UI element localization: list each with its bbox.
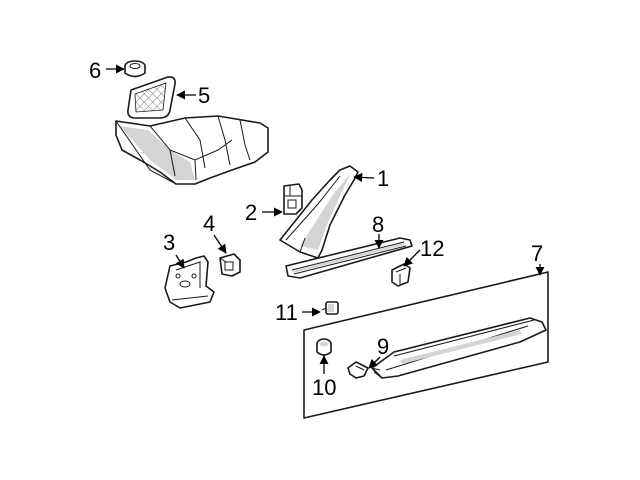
part-4-clip: [219, 253, 241, 277]
callout-1: 1: [377, 166, 389, 191]
callout-2: 2: [245, 200, 257, 225]
callout-12: 12: [420, 236, 444, 261]
part-2-bracket: [283, 183, 303, 215]
part-5-cover-plate: [127, 76, 176, 119]
part-9-pin: [347, 361, 369, 379]
leader-12: [403, 249, 421, 267]
callout-10: 10: [312, 375, 336, 400]
callout-9: 9: [377, 334, 389, 359]
leader-1: [353, 172, 375, 182]
callout-7: 7: [531, 241, 543, 266]
callout-6: 6: [89, 58, 101, 83]
part-10-cap: [316, 338, 332, 356]
callout-8: 8: [372, 212, 384, 237]
leader-lines: [106, 64, 545, 374]
trim-panel-assembly: [115, 115, 269, 185]
callout-5: 5: [198, 83, 210, 108]
part-7-group-box: [303, 271, 549, 419]
part-6-clip: [124, 60, 146, 78]
callout-11: 11: [275, 300, 298, 325]
callout-labels: 1 2 3 4 5 6 7 8 9 10 11 12: [89, 58, 543, 400]
leader-3: [175, 254, 185, 269]
part-3-lower-bracket: [164, 255, 215, 309]
part-12-clip: [391, 263, 411, 287]
part-7-rocker-molding: [371, 317, 547, 379]
part-1-pillar-trim: [279, 165, 359, 259]
callout-3: 3: [163, 230, 175, 255]
leader-9: [368, 356, 381, 369]
leader-4: [213, 234, 227, 254]
callout-4: 4: [203, 211, 215, 236]
part-11-grommet: [321, 301, 339, 315]
